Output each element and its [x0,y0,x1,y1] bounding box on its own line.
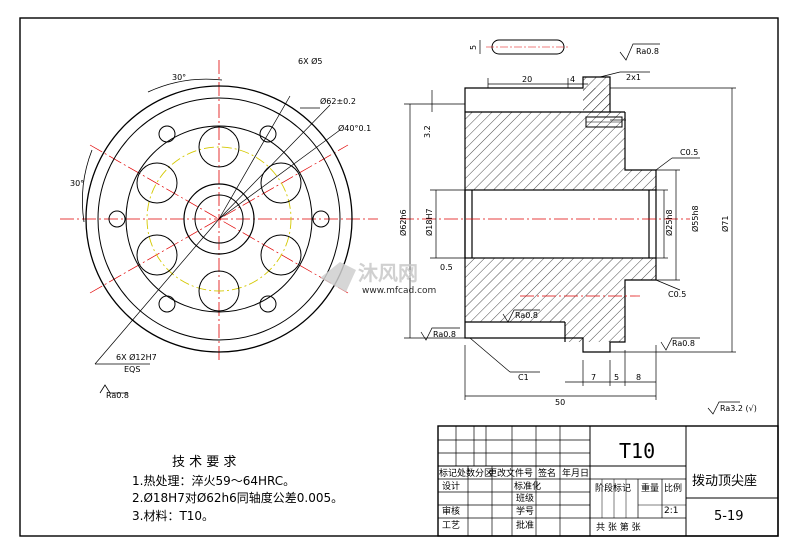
roughness-right: Ra0.8 [672,339,695,348]
label-review: 审核 [442,505,460,517]
bore-callout: Ø40°0.1 [338,123,371,133]
requirement-item-2: 2.Ø18H7对Ø62h6同轴度公差0.005。 [132,490,343,505]
dim-7: 7 [591,373,596,382]
small-hole [312,210,330,228]
dim-2x1: 2x1 [626,73,641,82]
dim-8: 8 [636,373,641,382]
small-hole [259,295,277,313]
label-scale: 比例 [664,482,682,494]
label-weight: 重量 [641,482,659,494]
outer-flange-circle [85,85,353,353]
front-view [60,60,378,394]
section-view-labels: 20 4 2x1 3.2 Ø62h6 Ø18H7 Ø25h8 Ø55h8 Ø71… [398,45,757,413]
hdr-date: 年月日 [562,467,589,479]
dim-phi55h8: Ø55h8 [690,205,700,232]
roughness-mid: Ra0.8 [515,311,538,320]
small-hole-callout: 6X Ø5 [298,56,323,66]
dim-4: 4 [570,75,575,84]
dim-c1: C1 [518,373,529,382]
dim-50: 50 [555,398,565,407]
small-hole [259,125,277,143]
roughness-left: Ra0.8 [433,330,456,339]
front-view-labels: 30° 30° 6X Ø5 Ø62±0.2 Ø40°0.1 6X Ø12H7 E… [70,56,371,400]
roughness-general: Ra3.2 (√) [720,404,757,413]
scale-value: 2:1 [664,506,678,516]
small-hole [158,295,176,313]
dim-c05-top: C0.5 [680,148,698,157]
hdr-sign: 签名 [538,467,556,479]
dim-phi25h8: Ø25h8 [664,209,674,236]
front-roughness-label: Ra0.8 [106,391,129,400]
hdr-doc: 更改文件号 [488,467,533,479]
dim-phi18h7: Ø18H7 [424,208,434,236]
small-hole [158,125,176,143]
bolt-hole-eqs: EQS [124,365,140,374]
bolt-hole [136,234,178,276]
small-hole [108,210,126,228]
angle-top-label: 30° [172,73,186,82]
label-design: 设计 [442,480,460,492]
dim-3-2: 3.2 [423,125,432,138]
watermark-logo-icon [320,262,356,292]
label-approve: 批准 [516,519,534,531]
label-stage-mark: 阶段标记 [595,482,631,494]
requirement-item-3: 3.材料：T10。 [132,509,214,523]
angle-left-label: 30° [70,179,84,188]
section-view [400,39,740,415]
title-block [437,425,779,537]
drawing-frame [19,17,779,537]
material-title: T10 [619,439,655,463]
bolt-hole [136,162,178,204]
dim-05-left: 0.5 [440,263,453,272]
technical-requirements: 技 术 要 求 1.热处理：淬火59～64HRC。 2.Ø18H7对Ø62h6同… [132,455,343,523]
title-block-text: T10 拨动顶尖座 5-19 标记 处数 分区 更改文件号 签名 年月日 设计 … [439,439,757,533]
part-name: 拨动顶尖座 [692,474,757,489]
dim-5: 5 [614,373,619,382]
dim-phi71: Ø71 [720,216,730,232]
sheet-count: 共 张 第 张 [596,521,641,533]
hdr-count: 处数 [457,467,475,479]
requirements-title: 技 术 要 求 [172,455,236,470]
dim-5-slot: 5 [469,45,478,50]
bolt-hole [198,126,240,168]
hdr-mark: 标记 [439,467,457,479]
requirement-item-1: 1.热处理：淬火59～64HRC。 [132,473,295,488]
label-standard: 标准化 [514,480,541,492]
watermark-url: www.mfcad.com [362,286,436,296]
watermark-name: 沐风网 [358,261,418,285]
watermark: 沐风网 www.mfcad.com [320,261,436,296]
dim-phi62h6: Ø62h6 [398,209,408,236]
bolt-hole [260,234,302,276]
bolt-hole [260,162,302,204]
hdr-zone: 分区 [475,468,493,479]
roughness-top: Ra0.8 [636,47,659,56]
dim-c05-right: C0.5 [668,290,686,299]
label-process: 工艺 [442,520,460,531]
drawing-number: 5-19 [714,509,744,524]
bolt-hole-callout: 6X Ø12H7 [116,352,157,362]
pitch-circle-callout: Ø62±0.2 [320,96,356,106]
bolt-hole [198,270,240,312]
dim-20: 20 [522,75,532,84]
label-student-no: 学号 [516,505,534,517]
label-class: 班级 [516,492,534,504]
